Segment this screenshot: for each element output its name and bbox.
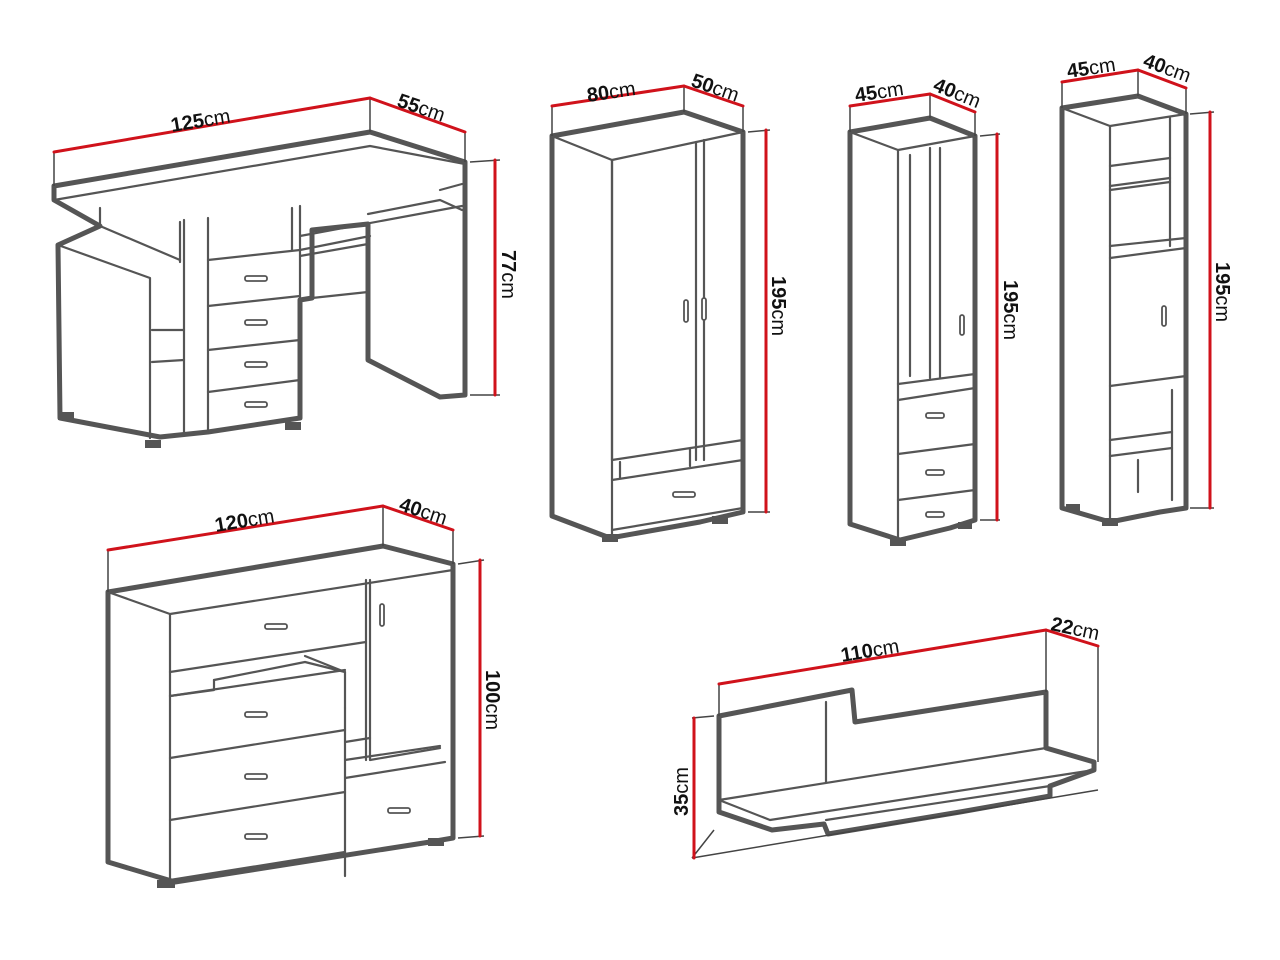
wall-shelf-drawing xyxy=(716,687,1097,837)
wardrobe-depth-label: 50cm xyxy=(688,70,741,107)
wardrobe-drawer-handle xyxy=(672,491,696,498)
tall-cabinet-mirror-door-handle xyxy=(959,314,965,336)
wall-shelf-height-label: 35cm xyxy=(671,767,693,816)
wall-shelf-width-label: 110cm xyxy=(839,636,901,667)
tall-cabinet-mirror-width-label: 45cm xyxy=(853,78,905,107)
tall-cabinet-shelves-width-label: 45cm xyxy=(1065,54,1117,83)
chest-of-drawers-drawing xyxy=(105,543,456,888)
chest-depth-label: 40cm xyxy=(396,494,449,530)
wall-shelf-depth-label: 22cm xyxy=(1049,613,1101,645)
desk-drawing xyxy=(51,129,468,448)
desk-height-label: 77cm xyxy=(497,250,519,299)
tall-cabinet-mirror-depth-label: 40cm xyxy=(930,74,984,113)
desk-depth-label: 55cm xyxy=(394,90,447,127)
desk-feet xyxy=(58,412,301,448)
dimension-lines xyxy=(52,68,1215,860)
wardrobe-drawing xyxy=(549,109,746,542)
desk-drawer-handles xyxy=(244,275,268,408)
desk-width-label: 125cm xyxy=(169,105,232,137)
tall-cabinet-shelves-door-handle xyxy=(1161,305,1167,327)
wardrobe-width-label: 80cm xyxy=(585,78,637,107)
chest-height-label: 100cm xyxy=(481,670,503,730)
tall-cabinet-mirror-drawing xyxy=(847,115,978,546)
chest-width-label: 120cm xyxy=(213,505,276,537)
tall-cabinet-shelves-height-label: 195cm xyxy=(1211,262,1233,322)
wardrobe-right-handle xyxy=(701,297,707,321)
chest-door-handle xyxy=(379,603,385,627)
dimension-labels: 125cm 55cm 77cm 80cm 50cm 195cm 45cm 40c… xyxy=(169,50,1233,816)
wardrobe-left-handle xyxy=(683,299,689,323)
wardrobe-height-label: 195cm xyxy=(767,276,789,336)
tall-cabinet-mirror-height-label: 195cm xyxy=(999,280,1021,340)
tall-cabinet-shelves-drawing xyxy=(1059,93,1189,526)
